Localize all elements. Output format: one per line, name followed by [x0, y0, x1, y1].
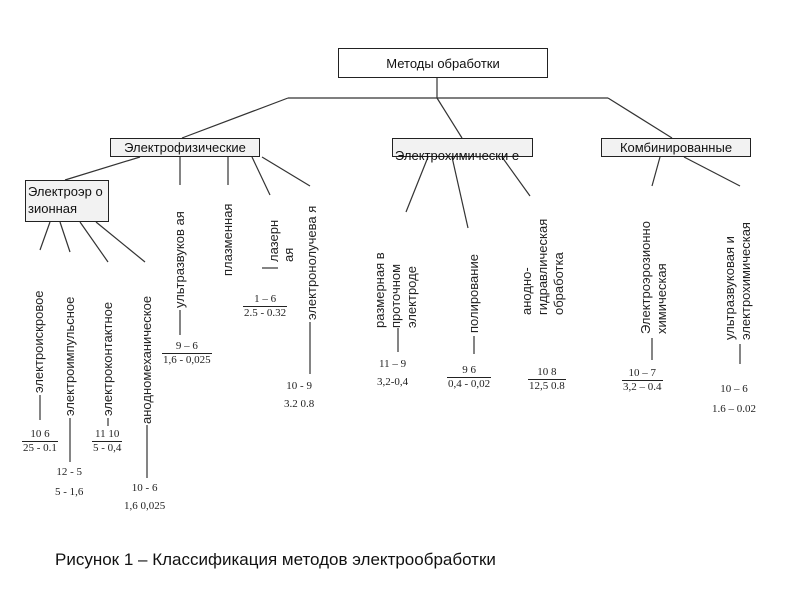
group-combined: Комбинированные: [601, 138, 751, 157]
values-ebeam-top: 10 - 9: [286, 380, 312, 392]
method-contact: электроконтактное: [100, 301, 115, 416]
connector-to-impulse: [59, 221, 71, 253]
values-anodehydraulic-top: 10 8: [528, 366, 566, 380]
connector-to-electrochemical: [436, 97, 463, 139]
values-erosionchem-bottom: 3,2 – 0.4: [623, 381, 662, 393]
values-erosionchem-top: 10 – 7: [622, 367, 663, 381]
values-impulse: 12 - 5 5 - 1,6: [55, 466, 83, 499]
values-anodehydraulic-bottom: 12,5 0.8: [529, 380, 565, 392]
values-polishing: 9 6 0,4 - 0,02: [447, 364, 492, 391]
values-spark-top: 10 6: [22, 428, 58, 442]
values-ultrasonic: 9 – 6 1,6 - 0,025: [162, 340, 212, 367]
method-plasma: плазменная: [220, 203, 235, 276]
values-impulse-bottom: 5 - 1,6: [55, 486, 84, 498]
method-laser-label: лазерн ая: [266, 219, 296, 262]
values-ultrasonic-bottom: 1,6 - 0,025: [163, 354, 211, 366]
values-laser-top: 1 – 6: [243, 293, 288, 307]
method-erosionchem-label: Электроэрозионно химическая: [638, 221, 669, 334]
connector-to-flowelectrode: [405, 156, 429, 213]
values-erosionchem: 10 – 7 3,2 – 0.4: [622, 367, 663, 394]
values-flowelectrode-top: 11 – 9: [379, 358, 407, 370]
method-anodehydraulic-label: анодно- гидравлическая обработка: [519, 218, 566, 315]
connector-to-erosionchem: [651, 156, 661, 187]
values-anodemech-top: 10 - 6: [131, 482, 158, 494]
method-spark: электроискровое: [31, 290, 46, 393]
method-polishing: полирование: [466, 254, 481, 333]
method-anodemech: анодномеханическое: [139, 295, 154, 424]
values-ultrasonicchem-top: 10 – 6: [720, 383, 748, 395]
values-laser-bottom: 2.5 - 0.32: [244, 307, 287, 319]
connector-to-anodemech: [95, 221, 146, 263]
connector-to-contact: [79, 221, 109, 263]
connector-to-ultrasonicchem: [683, 156, 741, 187]
connector-to-anodehydraulic: [501, 156, 531, 197]
values-spark-bottom: 25 - 0.1: [23, 442, 57, 454]
subgroup-erosion-label: Электроэр озионная: [28, 184, 103, 216]
connector-to-spark: [39, 221, 51, 251]
values-flowelectrode-bottom: 3,2-0,4: [377, 376, 409, 388]
group-electrophysical: Электрофизические: [110, 138, 260, 157]
values-ebeam: 10 - 9 3.2 0.8: [284, 380, 314, 411]
connector-to-combined: [607, 97, 673, 139]
values-contact-bottom: 5 - 0,4: [93, 442, 122, 454]
values-anodemech-bottom: 1,6 0,025: [124, 500, 166, 512]
connector-to-polishing: [451, 156, 469, 229]
method-ultrasonicchem-label: ультразвуковая и электрохимическая: [722, 222, 753, 340]
values-ultrasonicchem-bottom: 1.6 – 0.02: [712, 403, 756, 415]
values-ebeam-bottom: 3.2 0.8: [284, 398, 315, 410]
values-impulse-top: 12 - 5: [56, 466, 83, 478]
connector-to-ebeam: [261, 156, 311, 187]
connector-to-electrophysical: [181, 97, 289, 139]
values-anodemech: 10 - 6 1,6 0,025: [124, 482, 165, 513]
group-electrochemical: Электрохимически е: [392, 138, 533, 163]
values-ultrasonic-top: 9 – 6: [162, 340, 212, 354]
figure-caption: Рисунок 1 – Классификация методов электр…: [55, 550, 496, 569]
method-ultrasonic-label: ультразвуков ая: [172, 211, 187, 308]
connector-to-erosion: [64, 156, 141, 181]
group-electrochemical-label: Электрохимически е: [395, 148, 520, 163]
values-ultrasonicchem: 10 – 6 1.6 – 0.02: [712, 383, 756, 416]
values-anodehydraulic: 10 8 12,5 0.8: [528, 366, 566, 393]
values-polishing-bottom: 0,4 - 0,02: [448, 378, 491, 390]
subgroup-erosion: Электроэр озионная: [25, 180, 109, 222]
values-contact: 11 10 5 - 0,4: [92, 428, 123, 455]
method-impulse: электроимпульсное: [62, 296, 77, 416]
method-flowelectrode-label: размерная в проточном электроде: [372, 252, 419, 328]
values-spark: 10 6 25 - 0.1: [22, 428, 58, 455]
values-laser: 1 – 6 2.5 - 0.32: [243, 293, 288, 320]
root-box: Методы обработки: [338, 48, 548, 78]
values-flowelectrode: 11 – 9 3,2-0,4: [377, 358, 408, 389]
values-contact-top: 11 10: [92, 428, 123, 442]
values-polishing-top: 9 6: [447, 364, 492, 378]
method-ebeam-label: электронолучева я: [304, 205, 319, 320]
connector-to-laser: [251, 156, 271, 196]
